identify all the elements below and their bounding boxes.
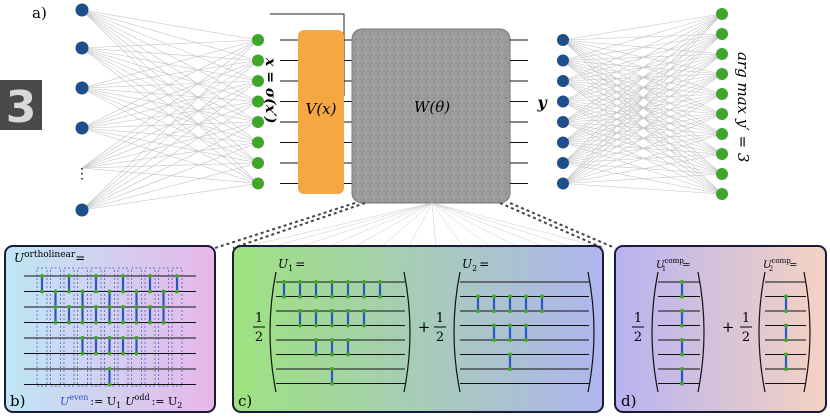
panel-c-circuits — [269, 271, 595, 393]
ortholinear-circuit — [24, 267, 196, 387]
panel-c-half-2: 1 2 — [434, 311, 446, 345]
output-label: y — [536, 93, 548, 112]
encoded-node — [252, 75, 264, 87]
digit-image: 3 — [0, 80, 42, 133]
svg-text:2: 2 — [436, 330, 444, 345]
svg-text:1: 1 — [742, 311, 750, 326]
digit-text: 3 — [6, 82, 37, 133]
class-node — [716, 188, 728, 200]
input-node — [75, 121, 89, 135]
panel-b-box — [4, 245, 216, 413]
right-dense-layer — [557, 8, 728, 200]
encoding-label: x = σ(x′) — [262, 57, 278, 123]
input-node — [75, 3, 89, 17]
output-node — [557, 157, 569, 169]
svg-text:2: 2 — [742, 330, 750, 345]
callout-lines — [214, 202, 616, 249]
encoded-node — [252, 136, 264, 149]
panel-c-half-1: 1 2 — [253, 311, 265, 345]
left-dense-layer — [75, 3, 264, 217]
panel-label-b: b) — [10, 392, 25, 410]
output-node — [557, 116, 569, 128]
class-node — [716, 88, 728, 100]
panel-label-c: c) — [238, 392, 252, 410]
encoder-input-wires — [280, 39, 352, 184]
panel-c-u2-label: U2= — [462, 257, 489, 273]
class-node — [716, 168, 728, 180]
class-node — [716, 128, 728, 140]
panel-d-box — [614, 245, 827, 413]
panel-c-plus: + — [418, 318, 431, 336]
panel-d-circuits — [651, 271, 811, 393]
panel-label-a: a) — [32, 4, 47, 22]
svg-text:1: 1 — [436, 311, 444, 326]
svg-text:2: 2 — [634, 330, 642, 345]
panel-d-half-2: 1 2 — [740, 311, 752, 345]
bracket — [697, 271, 705, 393]
output-node — [557, 75, 569, 87]
encoded-node — [252, 116, 264, 128]
unitary-output-wires — [510, 39, 528, 184]
input-node — [75, 203, 89, 217]
class-node — [716, 108, 728, 120]
class-node — [716, 148, 728, 160]
class-node — [716, 68, 728, 80]
panel-d-plus: + — [722, 318, 735, 336]
encoded-node — [252, 177, 264, 190]
unitary-label: W(θ) — [414, 98, 450, 116]
bracket — [269, 271, 277, 393]
bracket — [587, 271, 595, 393]
output-node — [557, 136, 569, 149]
input-ellipsis: ⋮ — [75, 166, 89, 182]
svg-text:1: 1 — [634, 311, 642, 326]
bracket — [803, 271, 811, 393]
unitary-block — [351, 28, 511, 204]
input-node — [75, 81, 89, 95]
panel-label-d: d) — [621, 392, 636, 410]
encoded-node — [252, 34, 264, 46]
encoded-node — [252, 54, 264, 67]
argmax-label: arg max y′ = 3 — [734, 52, 752, 162]
svg-text:1: 1 — [255, 311, 263, 326]
panel-b-title: Uortholinear= — [14, 250, 85, 265]
encoded-node — [252, 95, 264, 108]
svg-text:2: 2 — [255, 330, 263, 345]
bracket — [651, 271, 659, 393]
class-node — [716, 48, 728, 60]
class-node — [716, 8, 728, 20]
panel-d-half-1: 1 2 — [632, 311, 644, 345]
encoder-block — [298, 30, 344, 194]
output-node — [557, 177, 569, 190]
bracket — [453, 271, 461, 393]
bracket — [403, 271, 411, 393]
encoder-label: V(x) — [306, 100, 337, 118]
panel-c-u1-label: U1= — [278, 257, 305, 273]
class-node — [716, 28, 728, 40]
input-node — [75, 41, 89, 55]
output-node — [557, 34, 569, 46]
output-node — [557, 95, 569, 108]
encoded-node — [252, 157, 264, 169]
bracket — [758, 271, 766, 393]
output-node — [557, 54, 569, 67]
